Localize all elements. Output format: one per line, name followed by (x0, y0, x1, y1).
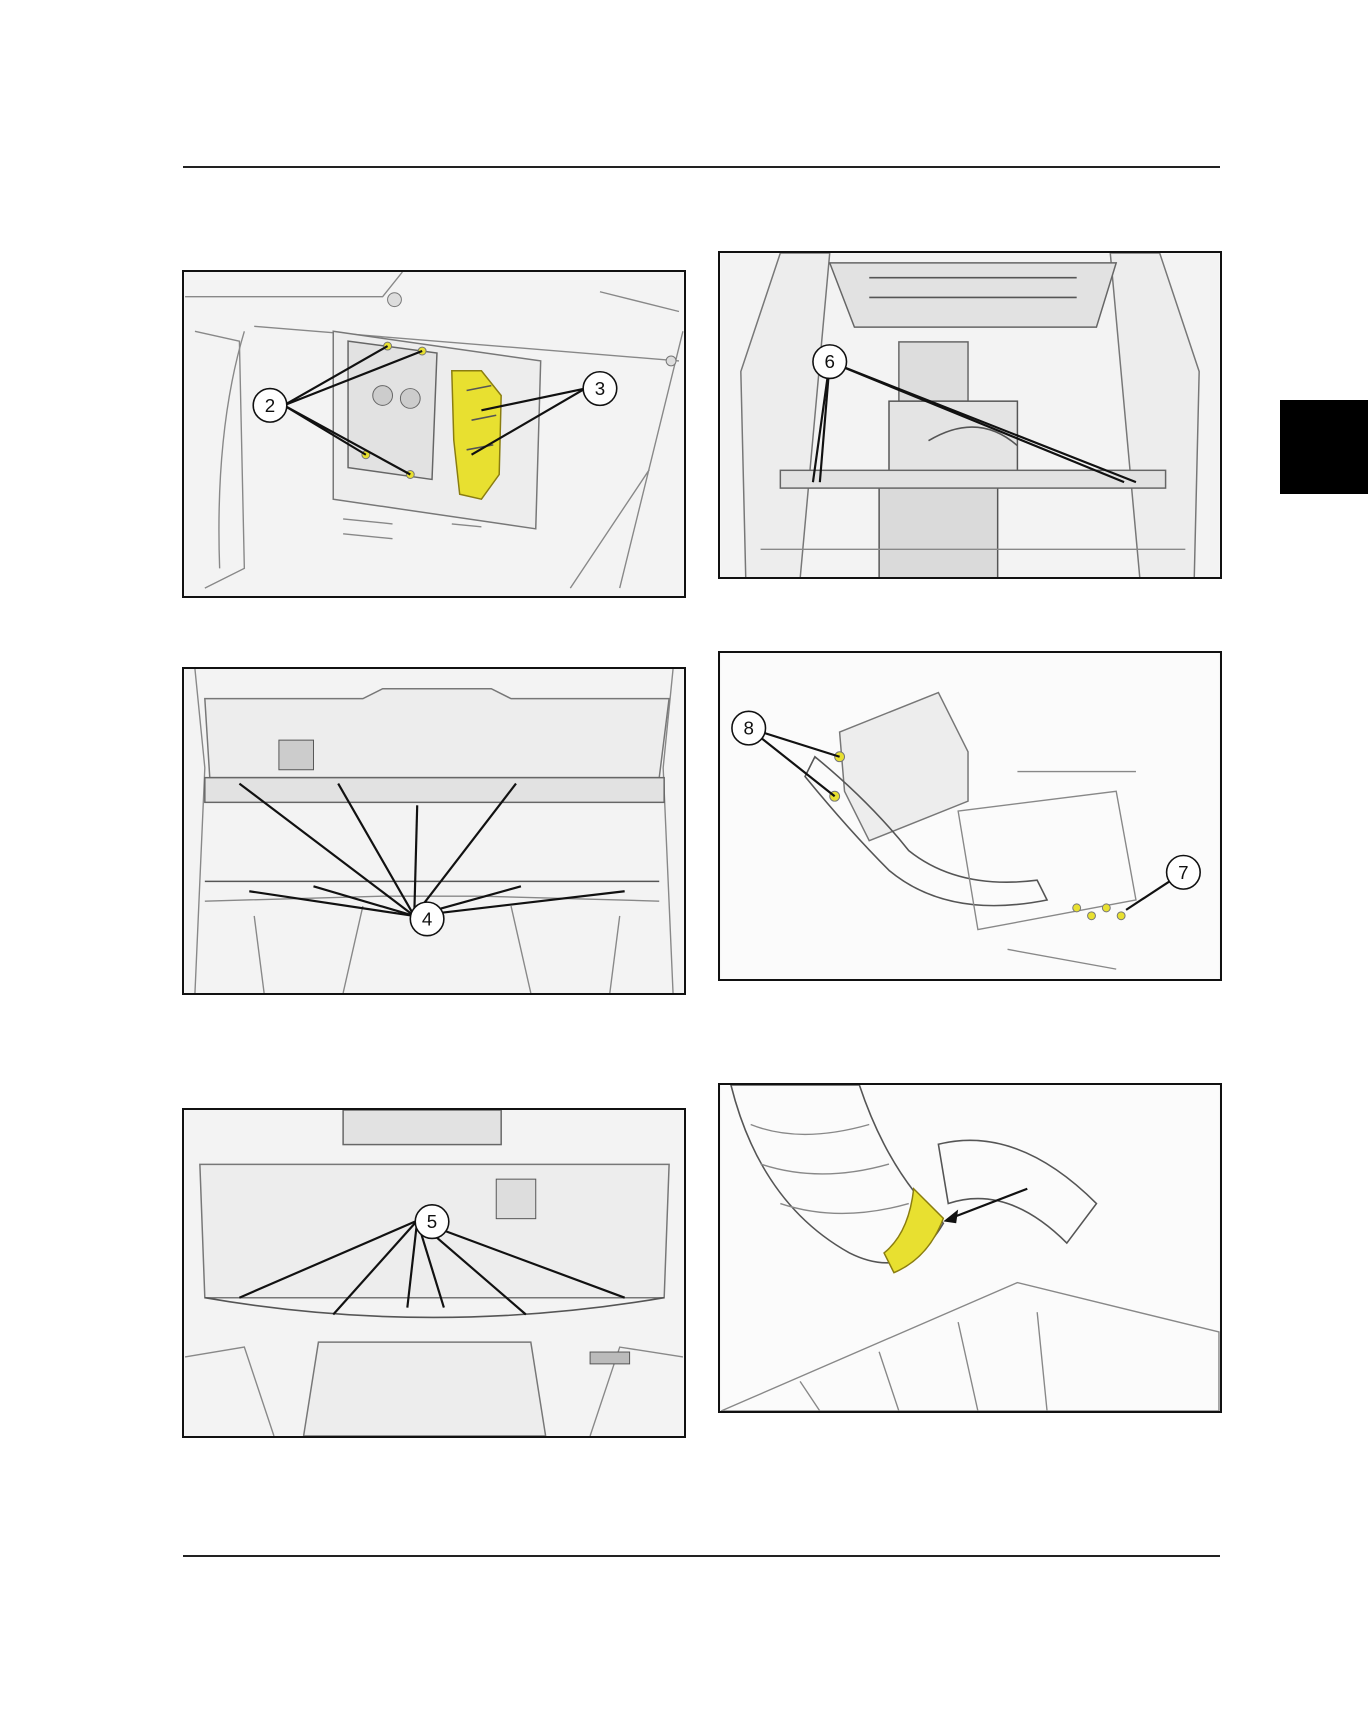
callout-4: 4 (422, 908, 432, 929)
callout-8: 8 (743, 718, 753, 739)
callout-3: 3 (595, 378, 605, 399)
header-rule (183, 166, 1220, 168)
connector-highlight (452, 371, 501, 499)
frame-crossmember-illustration: 6 (720, 253, 1220, 577)
figure-frame-crossmember: 6 (718, 251, 1222, 579)
module-mount-illustration: 2 3 (184, 272, 684, 596)
exhaust-pipe-illustration: 8 7 (720, 653, 1220, 979)
rear-panel-bolts-illustration: 4 (184, 669, 684, 993)
figure-rear-panel-bolts: 4 (182, 667, 686, 995)
footer-rule (183, 1555, 1220, 1557)
firewall-fasteners-illustration: 5 (184, 1110, 684, 1436)
callout-6: 6 (825, 351, 835, 372)
figure-firewall-fasteners: 5 (182, 1108, 686, 1438)
chapter-tab (1280, 400, 1368, 494)
callout-5: 5 (427, 1211, 437, 1232)
figure-exhaust-pipe: 8 7 (718, 651, 1222, 981)
intake-clamp-illustration (720, 1085, 1220, 1411)
callout-2: 2 (265, 395, 275, 416)
callout-7: 7 (1178, 862, 1188, 883)
figure-intake-clamp (718, 1083, 1222, 1413)
figure-module-mount: 2 3 (182, 270, 686, 598)
